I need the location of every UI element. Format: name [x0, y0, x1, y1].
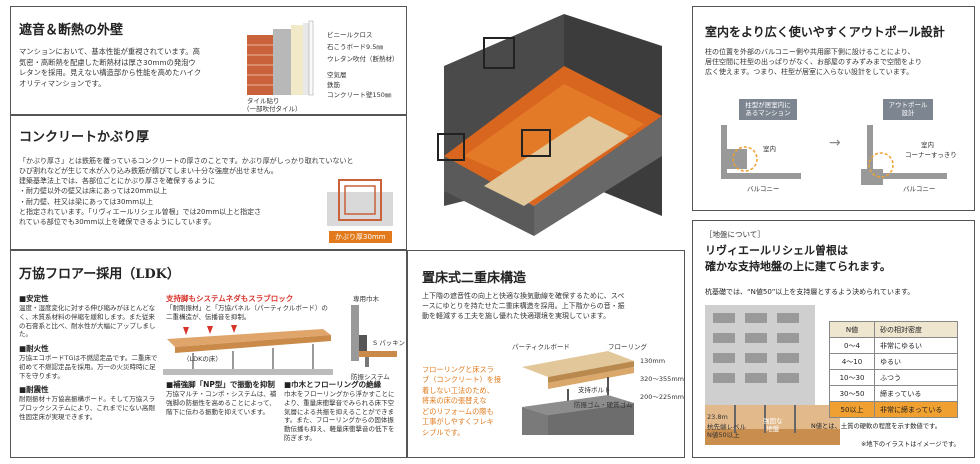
soundproof-panel: 遮音＆断熱の外壁 マンションにおいて、基本性能が重視されています。高 気密・高断… [10, 6, 407, 115]
corner-label: コーナーすっきり [905, 151, 957, 159]
wall-label-rebar: 鉄筋 [327, 81, 340, 89]
dim-label-2: 200〜225mm [640, 393, 684, 401]
bolt-label: 支持ボルト [578, 386, 611, 394]
double-floor-title: 置床式二重床構造 [422, 271, 527, 286]
room-label-left: 室内 [763, 145, 776, 153]
pillar-diagram-right [861, 125, 947, 185]
n-value-note: N値とは、土質の硬軟の程度を示す数値です。 [811, 423, 942, 430]
n-table-header: N値 砂の相対密度 [829, 321, 958, 338]
cover-badge: かぶり厚30mm [329, 231, 392, 243]
pillar-diagram-left [721, 125, 801, 179]
packing-label: S パッキン [373, 339, 405, 347]
wall-label-urethane: ウレタン吹付（断熱材） [327, 55, 399, 63]
fire-heading: ■耐火性 [19, 344, 49, 354]
side-label: 専用巾木 [353, 295, 379, 303]
outpole-left-tag: 柱型が居室内に あるマンション [739, 99, 797, 120]
outpole-body: 柱の位置を外部のバルコニー側や共用廊下側に設けることにより、 居住空間に柱型の出… [705, 48, 922, 77]
dim-label-1: 130mm [640, 357, 666, 365]
strong-ground-label: 強固な 地盤 [763, 417, 783, 434]
wall-section-illustration [247, 20, 314, 96]
pile-label-1: 杭先端レベル [707, 423, 746, 431]
floor-red-sub: 「耐剛振材」と「万協パネル（パーティクルボード）の二重構造が、伝播音を抑制。 [166, 304, 328, 321]
structure-3d-illustration [437, 14, 662, 236]
stability-text: 温度・湿度変化に対する伸び縮みがほとんどなく、木質系材料の伴縮を緩和します。また… [19, 304, 156, 339]
baseboard-illustration [351, 305, 397, 367]
balcony-label-left: バルコニー [747, 185, 780, 193]
rubber-label: 防振ゴム・硬質ゴム [574, 401, 633, 409]
flooring-label: フローリング [608, 343, 647, 351]
system-label: 防振システム [351, 373, 390, 381]
dim-label-3: 320〜355mm [640, 375, 684, 383]
soundproof-body: マンションにおいて、基本性能が重視されています。高 気密・高断熱を配慮した断熱材… [19, 47, 202, 88]
arrow-icon: → [829, 135, 841, 151]
soundproof-title: 遮音＆断熱の外壁 [19, 23, 124, 38]
floor-features-left: ■安定性 温度・湿度変化に対する伸び縮みがほとんどなく、木質系材料の伴縮を緩和し… [19, 289, 159, 422]
wall-label-concrete: コンクリート壁150㎜ [327, 91, 392, 99]
outpole-panel: 室内をより広く使いやすくアウトポール設計 柱の位置を外部のバルコニー側や共用廊下… [692, 6, 975, 211]
cover-body: 「かぶり厚さ」とは鉄筋を覆っているコンクリートの厚さのことです。かぶり厚がしっか… [19, 157, 354, 226]
board-label: パーティクルボード [512, 343, 570, 351]
floor-red-heading: 支持脚もシステムネダもスラブロック [166, 294, 294, 303]
wall-label-tile-sub: （一部吹付タイル） [243, 105, 302, 113]
wall-label-tile: タイル貼り [247, 97, 280, 105]
room-label-right: 室内 [921, 141, 934, 149]
stability-heading: ■安定性 [19, 294, 49, 303]
pile-label-2: N値50以上 [707, 431, 740, 439]
leg-heading: ■補強脚「NP型」で振動を抑制 [166, 380, 275, 389]
fire-text: 万協エコボードTGは不燃認定品です。二重床で初めて不燃認定品を採用。万一の火災時… [19, 354, 158, 380]
ground-panel: ［地盤について］ リヴィエールリシェル曽根は 確かな支持地盤の上に建てられます。… [692, 220, 975, 458]
double-floor-illustration [522, 351, 634, 435]
depth-label: 23.8m [707, 413, 728, 421]
illustration-note: ※地下のイラストはイメージです。 [861, 441, 960, 448]
wall-label-air: 空気層 [327, 71, 347, 79]
double-floor-panel: 置床式二重床構造 上下階の遮音性の向上と快適な換気動線を確保するために、スペ ー… [407, 250, 685, 458]
floor-panel: 万協フロアー採用（LDK） ■安定性 温度・湿度変化に対する伸び縮みがほとんどな… [10, 250, 407, 458]
ground-title: リヴィエールリシェル曽根は 確かな支持地盤の上に建てられます。 [705, 244, 891, 273]
balcony-label-right: バルコニー [903, 185, 936, 193]
double-floor-note: フローリングと床スラ ブ（コンクリート）を接 着しない工法のため、 将来の床の張… [422, 365, 502, 437]
ldk-label: （LDKの床） [183, 355, 222, 363]
ground-tag: ［地盤について］ [705, 230, 765, 239]
leg-text: 万協マルチ・コンポ・システムは、補強脚の防振性を高めることによって、階下に伝わる… [166, 390, 277, 416]
cover-panel: コンクリートかぶり厚 「かぶり厚さ」とは鉄筋を覆っているコンクリートの厚さのこと… [10, 115, 407, 250]
outpole-right-tag: アウトポール 設計 [883, 99, 933, 120]
floor-title: 万協フロアー採用（LDK） [19, 267, 180, 282]
ground-sub: 杭基礎では、“N値50”以上を支持層とするよう決められています。 [705, 288, 915, 296]
wall-label-cloth: ビニールクロス [327, 31, 373, 39]
base-heading: ■巾木とフローリングの絶縁 [284, 380, 382, 389]
cover-title: コンクリートかぶり厚 [19, 130, 150, 145]
base-text: 巾木をフローリングから浮かすことにより、重量床衝撃音でみられる床下空気層による共… [284, 390, 395, 442]
double-floor-body: 上下階の遮音性の向上と快適な換気動線を確保するために、スペ ースにゆとりを持たせ… [422, 292, 625, 321]
outpole-title: 室内をより広く使いやすくアウトポール設計 [705, 25, 945, 39]
quake-text: 耐剛振材＋万協高振構ボード。そして万協スラブロックシステムにより、これまでにない… [19, 395, 156, 421]
table-row-highlight: 50以上非常に締まっている [829, 401, 958, 418]
rebar-cover-illustration [327, 179, 393, 226]
quake-heading: ■耐震性 [19, 385, 49, 395]
floor-system-illustration [163, 325, 333, 375]
wall-label-board: 石こうボード9.5㎜ [327, 43, 383, 51]
building-ground-illustration [705, 305, 840, 445]
